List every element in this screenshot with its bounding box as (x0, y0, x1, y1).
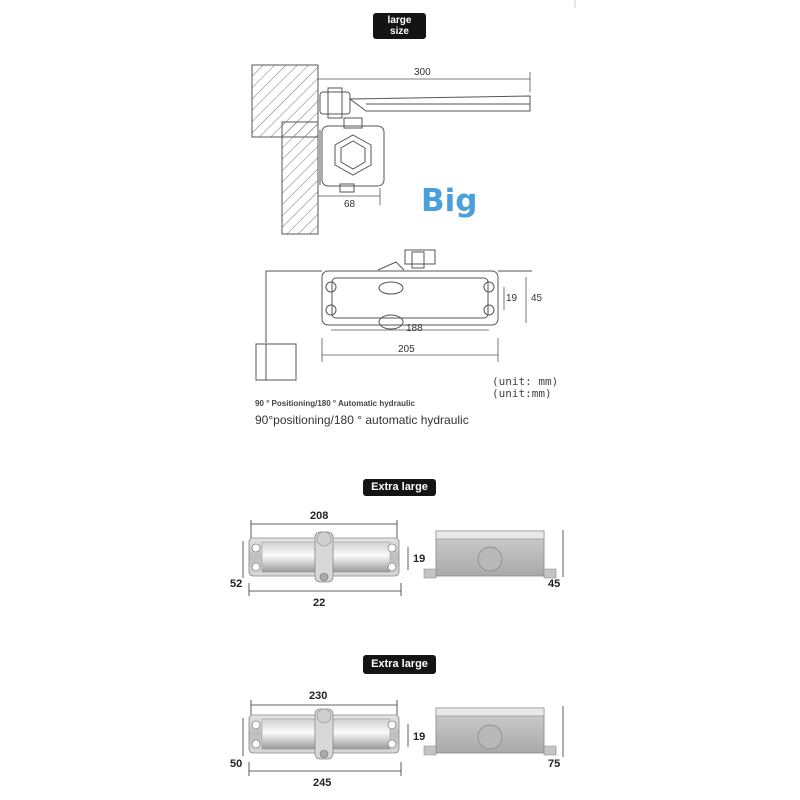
p2-dim-bottom: 245 (313, 777, 332, 789)
p2-dim-left: 50 (230, 758, 243, 770)
p1-dim-left: 52 (230, 578, 243, 590)
door-closer-top-view (319, 87, 531, 193)
unit-note-1: (unit: mm) (492, 375, 559, 388)
size-badge-large: large size (373, 13, 426, 39)
dimension-lines-front (321, 277, 527, 362)
p2-dim-inner-right: 19 (413, 731, 426, 743)
dimension-lines-product-2 (242, 700, 564, 776)
p2-dim-side-height: 75 (548, 758, 561, 770)
wall-hatched-section (251, 64, 319, 235)
product-side-view-2 (423, 707, 557, 756)
unit-note-2: (unit:mm) (492, 387, 552, 400)
product-top-view-2 (248, 708, 400, 760)
dimension-lines-product-1 (242, 520, 564, 596)
badge-large-line1: large (387, 15, 412, 26)
caption-large: 90°positioning/180 ° automatic hydraulic (255, 413, 469, 427)
dimension-lines-top (318, 72, 531, 205)
p1-dim-side-height: 45 (548, 578, 561, 590)
door-closer-front-view (255, 249, 532, 381)
p2-dim-top: 230 (309, 690, 328, 702)
product-top-view-1 (248, 531, 400, 583)
dim-offset: 68 (344, 199, 356, 210)
size-badge-extra-large-2: Extra large (363, 655, 436, 674)
product-side-view-1 (423, 530, 557, 579)
dim-hole-spacing: 188 (406, 323, 423, 334)
dim-arm-length: 300 (414, 67, 431, 78)
dim-height-inner: 19 (506, 293, 518, 304)
p1-dim-bottom: 22 (313, 597, 326, 609)
p1-dim-inner-right: 19 (413, 553, 426, 565)
size-badge-extra-large-1: Extra large (363, 479, 436, 496)
big-label: Big (421, 183, 478, 219)
badge-large-line2: size (390, 26, 409, 37)
dim-body-length: 205 (398, 344, 415, 355)
p1-dim-top: 208 (310, 510, 329, 522)
dim-height-outer: 45 (531, 293, 543, 304)
caption-small: 90 ° Positioning/180 ° Automatic hydraul… (255, 399, 415, 408)
